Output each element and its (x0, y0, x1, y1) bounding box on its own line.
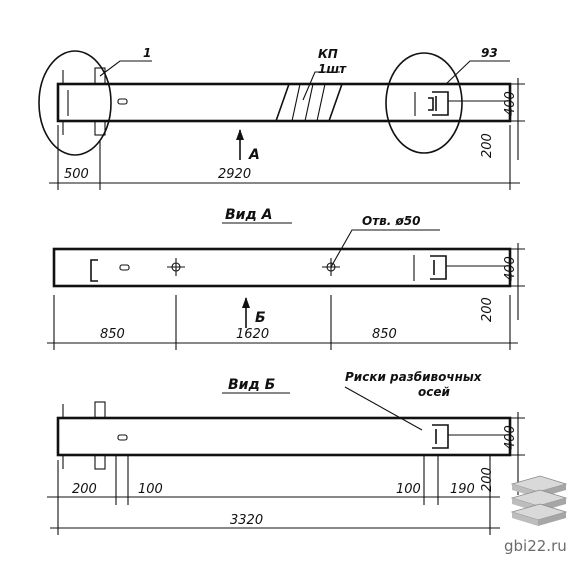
dim-b-100-left: 100 (138, 482, 163, 497)
dim-top-200: 200 (480, 133, 495, 158)
dim-a-right: 850 (372, 327, 397, 342)
callout-kp-label: КП (318, 47, 338, 61)
right-end-bracket (428, 91, 449, 116)
callout-1-leader (99, 60, 152, 77)
view-a-title: Вид А (225, 207, 273, 223)
stacked-slabs-icon (510, 475, 568, 526)
view-a-left-slot (119, 264, 130, 271)
risk-note-line2: осей (418, 385, 450, 399)
dim-b-200-v: 200 (480, 467, 495, 492)
view-a-arrow-head (236, 129, 244, 140)
dim-top-400: 400 (503, 91, 518, 116)
view-b-arrow-label: Б (255, 310, 266, 326)
left-slot (117, 98, 128, 105)
callout-kp-unit: 1шт (318, 62, 347, 76)
top-view-right-end-ellipse (385, 52, 463, 154)
risk-note-line1: Риски разбивочных (345, 370, 483, 384)
top-view-left-end-ellipse (38, 50, 112, 156)
view-b-beam (56, 416, 512, 457)
left-lifting-loop-top (94, 67, 106, 85)
dim-a-200: 200 (480, 297, 495, 322)
view-b-slot (117, 434, 128, 441)
view-b-loop-top (94, 401, 106, 419)
dim-a-left: 850 (100, 327, 125, 342)
dim-b-200: 200 (72, 482, 97, 497)
callout-93-label: 93 (481, 46, 498, 60)
dim-b-400: 400 (503, 425, 518, 450)
hole-leader (330, 229, 440, 268)
dim-a-400: 400 (503, 256, 518, 281)
dim-500: 500 (64, 167, 89, 182)
top-view: 1 КП 1шт 93 А 500 2920 400 200 (38, 46, 525, 190)
watermark-text: gbi22.ru (504, 537, 567, 555)
kp-plate (274, 83, 344, 122)
hole-label: Отв. ø50 (362, 214, 420, 228)
left-lifting-loop-bottom (94, 120, 106, 136)
view-a-beam (52, 247, 512, 288)
view-a: Вид А Отв. ø50 Б 850 (47, 207, 525, 350)
dim-b-190: 190 (450, 482, 475, 497)
view-b-arrow-head (242, 297, 250, 308)
callout-1-label: 1 (143, 46, 151, 60)
watermark: gbi22.ru (504, 475, 568, 555)
dim-b-100-right: 100 (396, 482, 421, 497)
callout-93-leader (445, 60, 510, 85)
callout-kp-leader (302, 71, 340, 101)
view-a-arrow-label: А (248, 147, 260, 163)
dim-top-total: 2920 (218, 167, 251, 182)
dim-b-total: 3320 (230, 513, 263, 528)
dim-a-mid: 1620 (236, 327, 269, 342)
view-b: Вид Б Риски разбивочных осей 200 100 100… (47, 370, 525, 535)
view-b-loop-bottom (94, 454, 106, 470)
view-b-title: Вид Б (228, 377, 275, 393)
hole-left-icon (167, 258, 185, 276)
